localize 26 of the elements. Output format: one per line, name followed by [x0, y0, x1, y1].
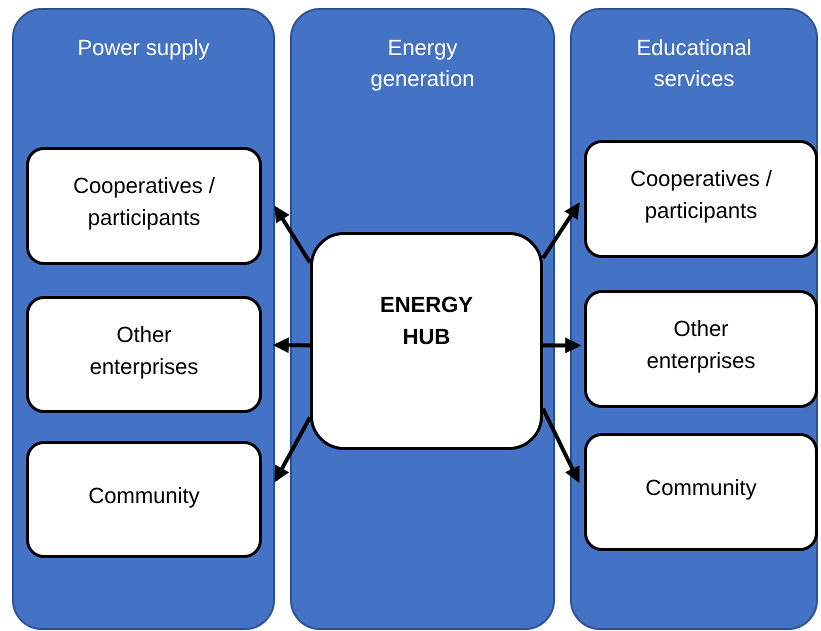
box-label: Cooperatives / participants — [629, 165, 773, 225]
category-box — [584, 290, 818, 408]
column-band — [12, 8, 275, 630]
box-label: Community — [644, 474, 758, 502]
column-band — [290, 8, 555, 630]
arrow — [272, 337, 310, 354]
category-box — [26, 296, 262, 413]
category-box — [26, 147, 262, 265]
box-label: Other enterprises — [88, 320, 200, 381]
column-heading: Educational services — [636, 34, 752, 93]
column-band — [570, 8, 818, 630]
arrow — [543, 337, 582, 354]
box-label: Community — [87, 482, 201, 510]
arrow — [274, 416, 312, 482]
column-heading: Energy generation — [370, 34, 476, 93]
category-box — [584, 433, 818, 551]
hub-box — [310, 232, 543, 450]
box-label: Other enterprises — [646, 315, 756, 375]
arrow — [541, 408, 580, 484]
arrow — [274, 206, 312, 264]
arrow — [541, 202, 580, 260]
column-heading: Power supply — [76, 34, 211, 62]
box-label: ENERGY HUB — [379, 291, 474, 351]
box-label: Cooperatives / participants — [72, 172, 216, 232]
category-box — [26, 441, 262, 558]
category-box — [584, 140, 818, 258]
